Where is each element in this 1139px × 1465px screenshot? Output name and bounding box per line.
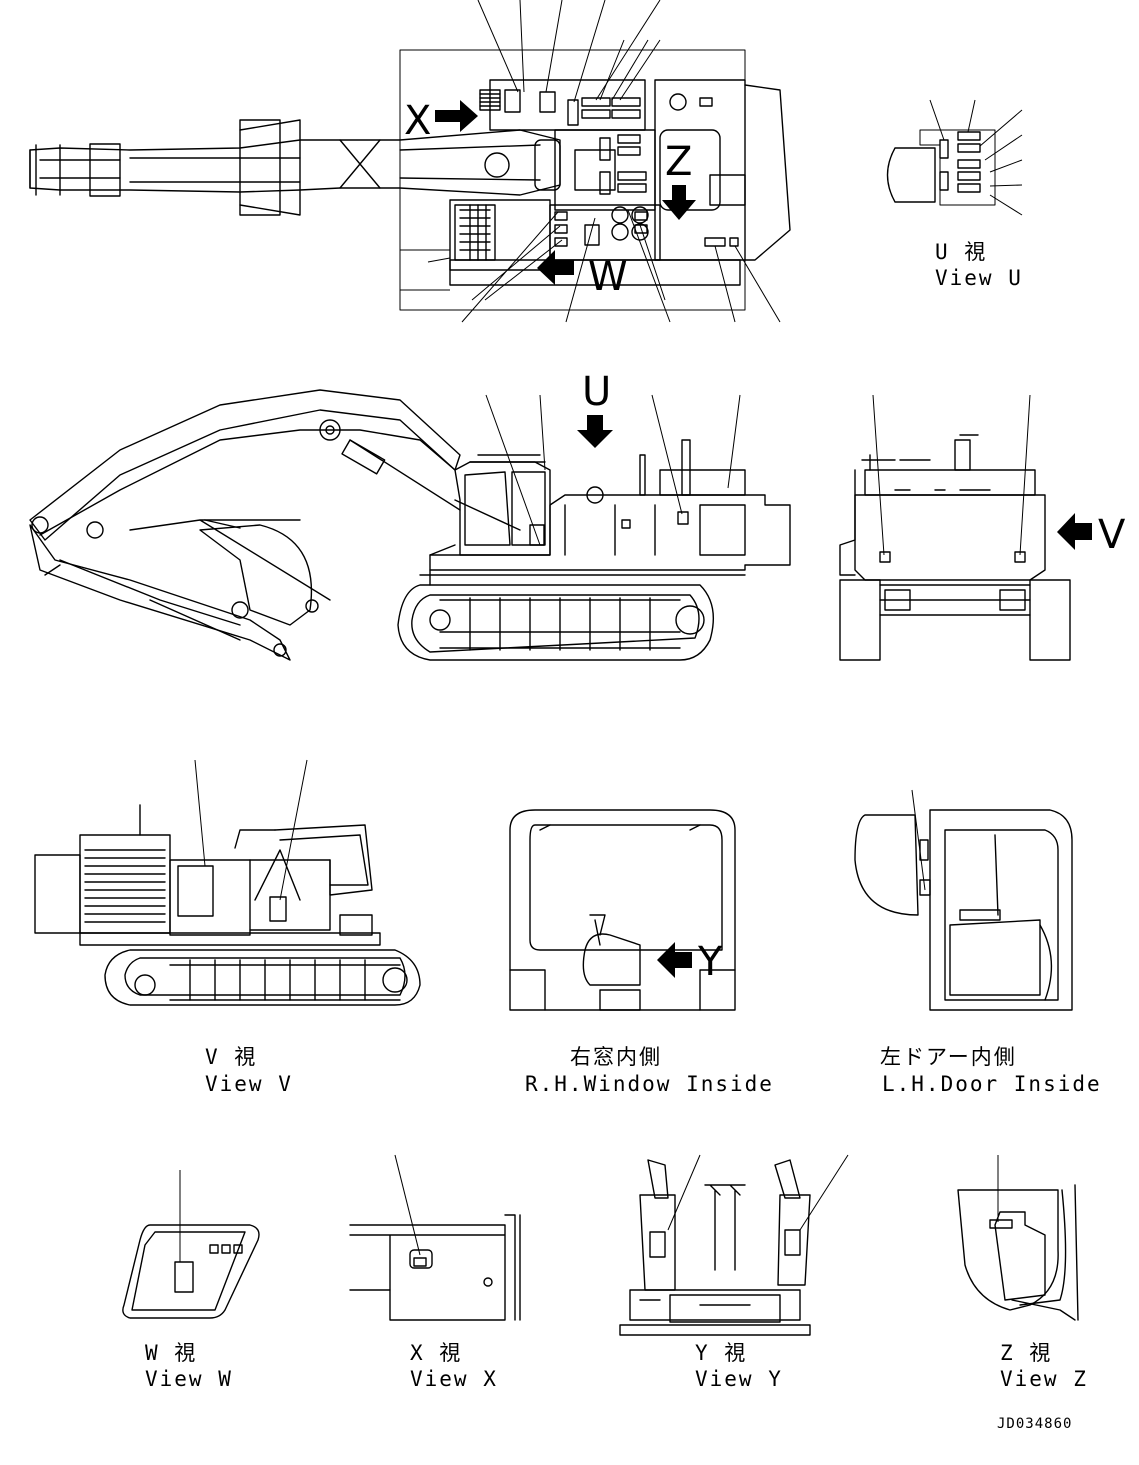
- marker-y: Y: [697, 939, 723, 985]
- leader-lines-rear: [872, 394, 1031, 556]
- top-plan-view: X Z W: [29, 0, 791, 323]
- rh-window-inside-drawing: Y 右窓内側 R.H.Window Inside: [509, 809, 774, 1096]
- view-v-en: View V: [205, 1072, 293, 1096]
- view-u-jp: U 視: [935, 240, 987, 264]
- marker-w: W: [588, 254, 628, 300]
- lh-door-jp: 左ドアー内側: [880, 1045, 1017, 1069]
- arrow-z-icon: [662, 185, 696, 220]
- leader-lines-side: [485, 394, 741, 546]
- view-v-jp: V 視: [205, 1045, 257, 1069]
- boom-arm-plan: [29, 119, 561, 216]
- side-elevation-view: [29, 389, 791, 661]
- view-u-en: View U: [935, 266, 1023, 290]
- view-w-drawing: W 視 View W: [122, 1170, 260, 1391]
- view-z-jp: Z 視: [1000, 1341, 1052, 1365]
- upper-structure-plan: [399, 49, 791, 311]
- marker-u: U: [582, 369, 611, 415]
- leader-lines-top: [399, 0, 781, 323]
- view-w-jp: W 視: [145, 1341, 197, 1365]
- arrow-u-icon: [577, 415, 613, 448]
- marker-x: X: [404, 98, 431, 144]
- arrow-y-icon: [657, 942, 692, 978]
- arrow-x-icon: [435, 100, 478, 132]
- view-z-drawing: Z 視 View Z: [957, 1155, 1088, 1391]
- view-x-drawing: X 視 View X: [349, 1154, 521, 1391]
- view-z-en: View Z: [1000, 1367, 1088, 1391]
- view-y-jp: Y 視: [695, 1341, 747, 1365]
- rh-window-jp: 右窓内側: [570, 1045, 662, 1069]
- view-w-en: View W: [145, 1367, 233, 1391]
- drawing-number: JD034860: [997, 1416, 1072, 1432]
- view-x-jp: X 視: [410, 1341, 462, 1365]
- rear-view: V: [839, 394, 1126, 661]
- view-u-drawing: U 視 View U U: [577, 99, 1023, 448]
- marker-v: V: [1098, 512, 1126, 558]
- view-v-drawing: V 視 View V: [34, 759, 421, 1096]
- view-x-en: View X: [410, 1367, 498, 1391]
- rh-window-en: R.H.Window Inside: [525, 1072, 774, 1096]
- marker-z: Z: [665, 139, 692, 185]
- lh-door-en: L.H.Door Inside: [882, 1072, 1102, 1096]
- leader-lines-v: [194, 759, 308, 901]
- view-y-en: View Y: [695, 1367, 783, 1391]
- arrow-w-icon: [537, 250, 574, 285]
- lh-door-inside-drawing: 左ドアー内側 L.H.Door Inside: [854, 789, 1102, 1096]
- view-y-drawing: Y 視 View Y: [619, 1154, 849, 1391]
- arrow-v-icon: [1057, 513, 1092, 550]
